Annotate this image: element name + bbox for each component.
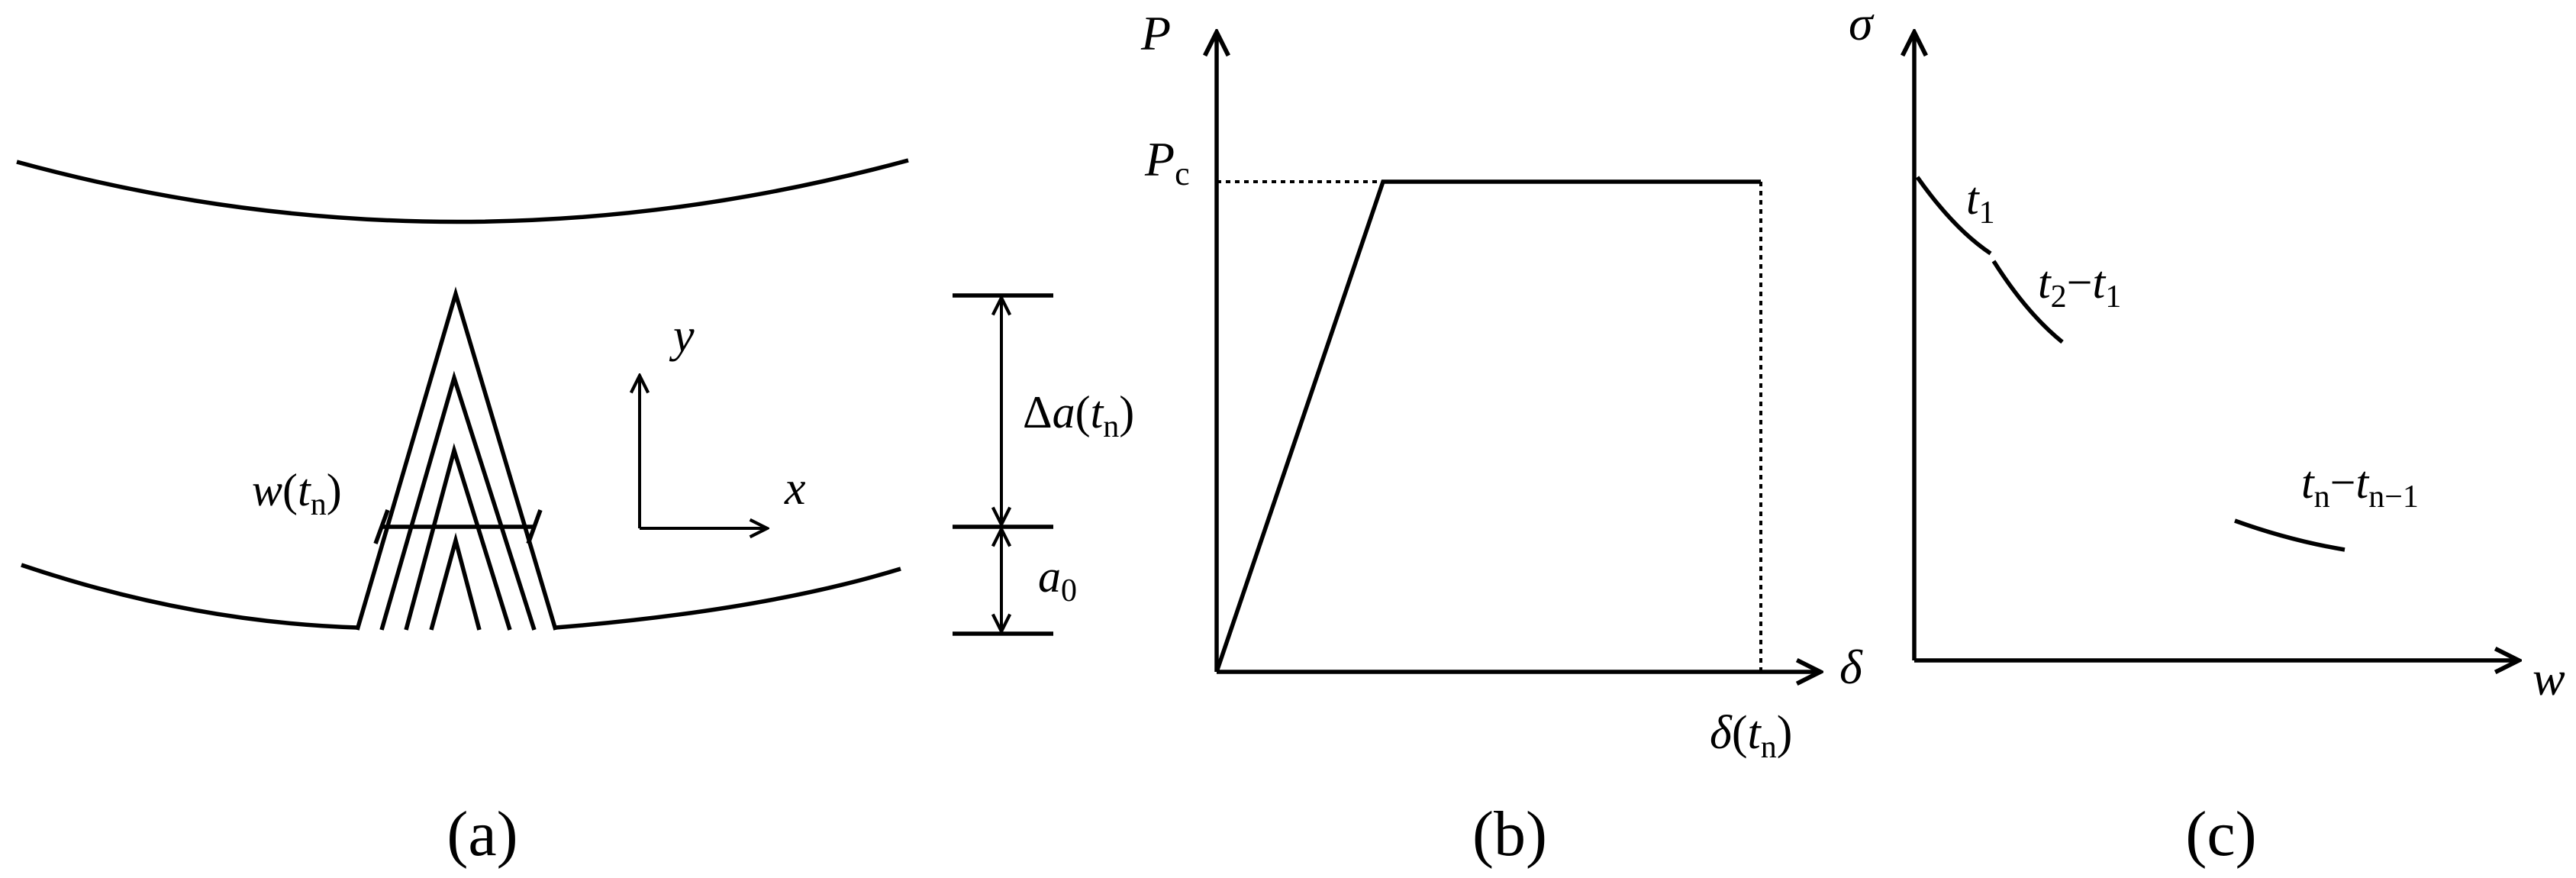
upper-boundary-curve — [16, 158, 909, 224]
b-load-curve — [1214, 179, 1761, 673]
c-y-axis-label: σ — [1849, 0, 1875, 50]
lower-boundary-curve-right — [555, 567, 901, 630]
a0-label: a0 — [1038, 551, 1077, 608]
b-y-axis-label: P — [1140, 6, 1171, 60]
c-segment-t1 — [1915, 176, 1992, 256]
coord-x-label: x — [784, 463, 806, 515]
panel-b: P Pc δ δ(tn) (b) — [1140, 6, 1863, 870]
c-segment-tn — [2234, 518, 2345, 552]
c-t1-label: t1 — [1966, 173, 1995, 231]
crack-profile-2 — [379, 370, 537, 631]
crack-profile-3 — [404, 443, 512, 631]
c-tn-label: tn−tn−1 — [2301, 457, 2419, 515]
width-label: w(tn) — [252, 465, 342, 522]
c-segment-t2 — [1991, 260, 2064, 344]
caption-b: (b) — [1472, 799, 1547, 870]
width-tick-left — [373, 509, 390, 544]
c-x-axis-label: w — [2532, 651, 2565, 705]
delta-a-label: Δa(tn) — [1023, 387, 1134, 444]
b-x-end-label: δ(tn) — [1710, 707, 1792, 765]
b-pc-label: Pc — [1144, 132, 1190, 192]
caption-a: (a) — [447, 799, 517, 870]
caption-c: (c) — [2185, 799, 2256, 870]
coord-y-label: y — [669, 310, 695, 362]
panel-c: σ w t1 t2−t1 tn−tn−1 (c) — [1849, 0, 2565, 870]
c-t2-label: t2−t1 — [2038, 257, 2121, 315]
crack-profile-outer — [355, 286, 558, 631]
b-x-axis-label: δ — [1839, 640, 1863, 694]
panel-a: w(tn) y x Δa(tn) a0 (a) — [16, 158, 1134, 870]
width-tick-right — [526, 509, 543, 544]
lower-boundary-curve-left — [21, 563, 358, 630]
crack-profile-inner — [429, 532, 482, 631]
